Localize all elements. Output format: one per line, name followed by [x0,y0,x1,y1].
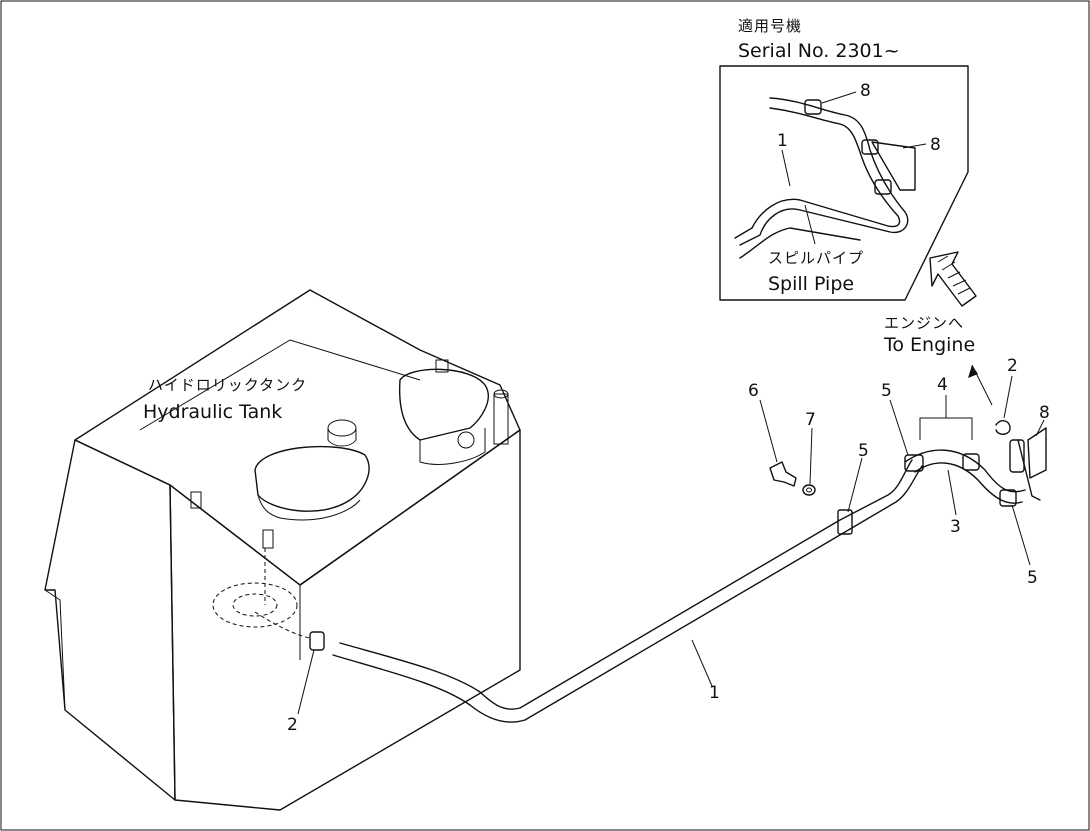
callouts: 1 2 2 3 4 5 5 5 6 7 8 [287,356,1050,735]
spill-pipe-jp: スピルパイプ [768,249,864,267]
engine-direction-arrowhead [968,365,978,378]
to-engine-en: To Engine [883,334,975,356]
pipe-clamp-mid [837,509,853,535]
engine-pipe-clamp [1009,439,1025,473]
to-engine-jp: エンジンへ [884,314,964,332]
leader-inset-8a [821,91,857,104]
tank-label-en: Hydraulic Tank [143,401,282,423]
inset-title-jp: 適用号機 [738,17,802,35]
inset-detail: 適用号機 Serial No. 2301~ 8 8 1 スピルパイプ Spill… [719,17,969,301]
inset-frame [719,65,969,301]
spill-pipe-en: Spill Pipe [768,273,854,295]
hatched-arrow [929,251,977,307]
return-pipe [332,420,1047,723]
inset-pipe-lower [734,107,901,239]
tank-left-face [44,439,176,801]
tank-filler-cap [254,445,370,512]
callout-inset-1: 1 [777,131,788,151]
hose-lower [914,462,1023,504]
tank-boss [327,419,357,437]
washer-7 [802,484,816,496]
tank-breather-cap [398,368,489,441]
callout-4: 4 [937,375,948,395]
callout-7: 7 [805,410,816,430]
tank-top-face [74,289,521,586]
tank-post [493,393,509,445]
callout-5-top: 5 [881,381,892,401]
callout-1: 1 [709,683,720,703]
leader-inset-1 [781,149,791,187]
callout-inset-8b: 8 [930,135,941,155]
hydraulic-tank [44,289,521,811]
inset-clamp-a [804,99,822,115]
inset-clamp-c [874,179,892,195]
pipe-lower-edge [332,465,923,723]
engine-direction-arrow [929,251,977,307]
leader-inset-8b [902,143,927,149]
callout-8: 8 [1039,403,1050,423]
hose-upper [904,449,1026,493]
bracket-4 [919,417,973,440]
loose-clamp-2 [995,420,1011,435]
inset-pipe-return [739,227,861,259]
inset-pipe-upper [739,97,909,246]
internal-port-hidden [212,582,298,628]
engine-bracket [1027,427,1047,479]
pipe-upper-edge [339,459,913,710]
hose-clamp-left [904,454,924,472]
inset-title-en: Serial No. 2301~ [738,40,900,62]
tank-front-face [169,429,521,811]
leader-spill-pipe [804,204,816,245]
bolt-6 [769,461,797,487]
inset-clamp-b [861,139,879,155]
callout-6: 6 [748,381,759,401]
hose-clamp-right [962,453,980,471]
callout-3: 3 [950,517,961,537]
callout-2-tank: 2 [287,715,298,735]
tank-elbow-fitting [309,631,325,651]
callout-5-right: 5 [1027,568,1038,588]
hose-clamp-lower [999,489,1017,507]
callout-inset-8a: 8 [860,81,871,101]
inset-bracket [871,141,916,191]
tank-label-jp: ハイドロリックタンク [148,376,307,394]
engine-pipe [1017,439,1041,501]
callout-2-right: 2 [1007,356,1018,376]
callout-5-clamp: 5 [858,441,869,461]
